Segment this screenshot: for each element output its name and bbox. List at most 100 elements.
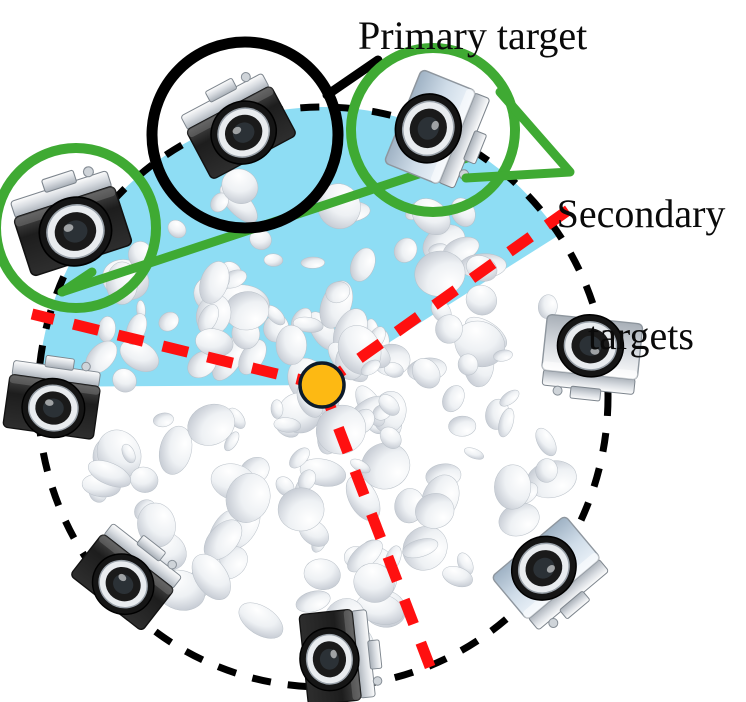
camera-shutter-button: [167, 559, 177, 570]
particle: [295, 590, 331, 613]
camera-glyph: [298, 608, 383, 702]
camera-glyph: [71, 523, 182, 631]
camera-viewfinder: [367, 639, 383, 670]
secondary-leader-triangle: [461, 87, 575, 183]
primary-highlight-circle[interactable]: [146, 36, 344, 234]
camera-viewfinder: [569, 385, 602, 402]
highlight-layer: [0, 36, 575, 313]
particle: [158, 425, 193, 475]
primary-leader-line: [322, 55, 383, 100]
particle: [415, 493, 455, 529]
camera-glyph: [10, 166, 133, 277]
particle: [384, 362, 404, 378]
camera-glyph: [181, 72, 296, 179]
particle: [112, 368, 137, 393]
particle: [270, 399, 284, 419]
camera-viewfinder: [44, 355, 75, 371]
particle: [353, 563, 395, 603]
particle: [535, 458, 558, 483]
particle: [499, 389, 520, 407]
particle: [465, 284, 497, 316]
fov-ray-right: [318, 201, 578, 390]
particle: [361, 442, 411, 490]
particle: [464, 447, 484, 460]
particle: [119, 339, 160, 372]
fov-ray-group: [30, 201, 578, 674]
particle: [494, 464, 532, 510]
camera-cam-ring-s[interactable]: [295, 607, 385, 702]
particle: [378, 394, 400, 416]
camera-cam-primary[interactable]: [174, 63, 299, 183]
particle: [292, 316, 324, 333]
camera-layer: [2, 63, 644, 702]
particle: [448, 415, 477, 437]
camera-lens-glint: [118, 573, 127, 582]
particle: [238, 602, 284, 639]
secondary-targets-label: Secondary targets: [536, 112, 746, 438]
center-origin-marker[interactable]: [298, 361, 346, 409]
wedge-edge-lower: [57, 267, 97, 297]
camera-cam-ring-e[interactable]: [539, 310, 644, 405]
particle: [289, 447, 310, 469]
camera-shutter-button: [81, 361, 91, 372]
camera-lens-glass: [113, 574, 134, 595]
particle: [225, 473, 271, 523]
camera-glyph: [2, 355, 101, 440]
particle: [350, 247, 376, 282]
particle: [435, 314, 463, 344]
particle: [137, 502, 176, 548]
secondary-highlight-circle-left[interactable]: [0, 143, 161, 313]
particle: [493, 349, 513, 362]
particle: [87, 460, 132, 488]
camera-glyph: [492, 516, 609, 630]
particle: [442, 566, 473, 588]
particle: [498, 408, 515, 438]
camera-shutter-button: [82, 166, 94, 178]
particle-cloud: [81, 168, 577, 658]
camera-cam-ring-sw[interactable]: [68, 514, 190, 634]
particle: [275, 325, 307, 366]
camera-lens-glint: [330, 649, 337, 659]
camera-lens-glint: [590, 347, 600, 355]
camera-cam-ring-w[interactable]: [2, 351, 104, 444]
camera-viewfinder: [559, 591, 590, 619]
camera-glyph: [541, 313, 644, 402]
particle: [360, 359, 381, 376]
camera-lens-glint: [232, 126, 242, 135]
primary-target-label: Primary target: [358, 13, 588, 58]
camera-viewfinder: [136, 535, 166, 562]
camera-cam-secondary-top[interactable]: [380, 68, 501, 195]
camera-lens-glint: [45, 399, 54, 406]
particle: [221, 168, 259, 204]
particle: [379, 426, 402, 449]
particle: [199, 261, 230, 304]
particle: [263, 253, 284, 267]
particle: [325, 281, 351, 304]
particle: [457, 353, 479, 376]
particle: [303, 558, 341, 590]
camera-shutter-button: [552, 385, 563, 396]
particle: [393, 237, 418, 263]
particle: [535, 427, 557, 457]
particle: [442, 385, 465, 413]
secondary-highlight-circle-top[interactable]: [346, 43, 520, 217]
camera-lens-glint: [431, 120, 439, 131]
particle: [277, 487, 325, 532]
particle: [130, 466, 159, 493]
particle: [167, 219, 187, 239]
camera-viewfinder: [205, 78, 237, 103]
camera-shutter-button: [240, 72, 251, 83]
camera-lens-glint: [546, 564, 556, 573]
particle: [300, 256, 325, 269]
camera-cam-ring-se[interactable]: [489, 512, 617, 639]
fov-ray-left: [30, 308, 324, 391]
camera-cam-secondary-left[interactable]: [5, 159, 134, 281]
particle: [402, 538, 439, 559]
fov-ray-down: [316, 383, 438, 674]
camera-lens-glass: [533, 557, 555, 579]
secondary-targets-label-line2: targets: [588, 312, 694, 358]
particle: [158, 311, 179, 332]
particle: [412, 358, 441, 389]
